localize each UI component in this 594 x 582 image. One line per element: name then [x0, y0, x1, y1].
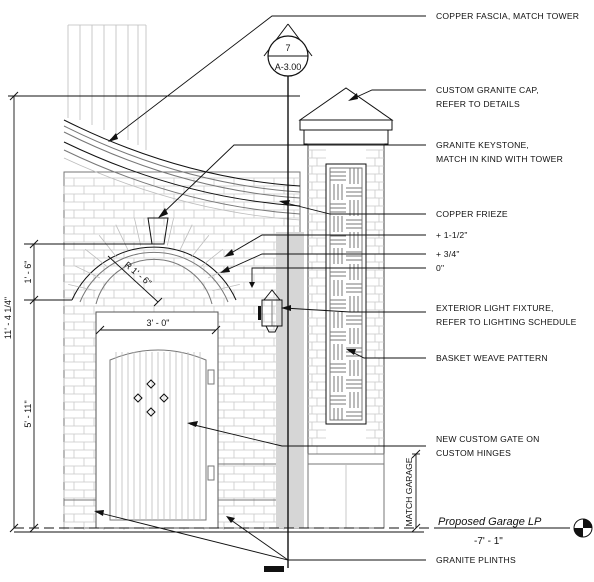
lower-height-dim: 5' - 11": [23, 400, 33, 427]
overall-height-dim: 11' - 4 1/4": [3, 297, 13, 339]
label-plus-1-1-2: + 1-1/2": [436, 230, 468, 240]
opening-width-dim: 3' - 0": [147, 318, 170, 328]
upper-height-dim: 1' - 6": [23, 261, 33, 284]
label-granite-plinths: GRANITE PLINTHS: [436, 555, 516, 565]
custom-gate: [95, 311, 219, 529]
match-garage-dim: MATCH GARAGE: [404, 449, 421, 533]
label-basket-weave: BASKET WEAVE PATTERN: [436, 353, 548, 363]
label-light-fixture: EXTERIOR LIGHT FIXTURE,REFER TO LIGHTING…: [436, 303, 577, 327]
label-granite-keystone: GRANITE KEYSTONE,MATCH IN KIND WITH TOWE…: [436, 140, 563, 164]
level-line: Proposed Garage LP -7' - 1": [14, 516, 593, 547]
tower-background: [67, 24, 147, 150]
vertical-dimensions: 11' - 4 1/4" 1' - 6" 5' - 11": [3, 91, 300, 533]
callout-leaders: [94, 15, 426, 561]
level-name: Proposed Garage LP: [438, 516, 542, 528]
label-granite-cap: CUSTOM GRANITE CAP,REFER TO DETAILS: [436, 85, 539, 109]
label-zero: 0": [436, 263, 444, 273]
callout-labels: COPPER FASCIA, MATCH TOWER CUSTOM GRANIT…: [436, 11, 579, 565]
label-copper-fascia: COPPER FASCIA, MATCH TOWER: [436, 11, 579, 21]
label-plus-3-4: + 3/4": [436, 249, 460, 259]
section-marker: 7 A-3.00: [267, 35, 309, 77]
stone-pier: [276, 87, 394, 529]
section-sheet: A-3.00: [275, 62, 302, 72]
label-copper-frieze: COPPER FRIEZE: [436, 209, 508, 219]
light-fixture: [258, 289, 283, 333]
section-number: 7: [285, 43, 290, 53]
match-garage-label: MATCH GARAGE: [404, 457, 414, 526]
arch: [68, 216, 240, 305]
copper-frieze: [63, 119, 301, 221]
level-elevation: -7' - 1": [474, 536, 503, 547]
